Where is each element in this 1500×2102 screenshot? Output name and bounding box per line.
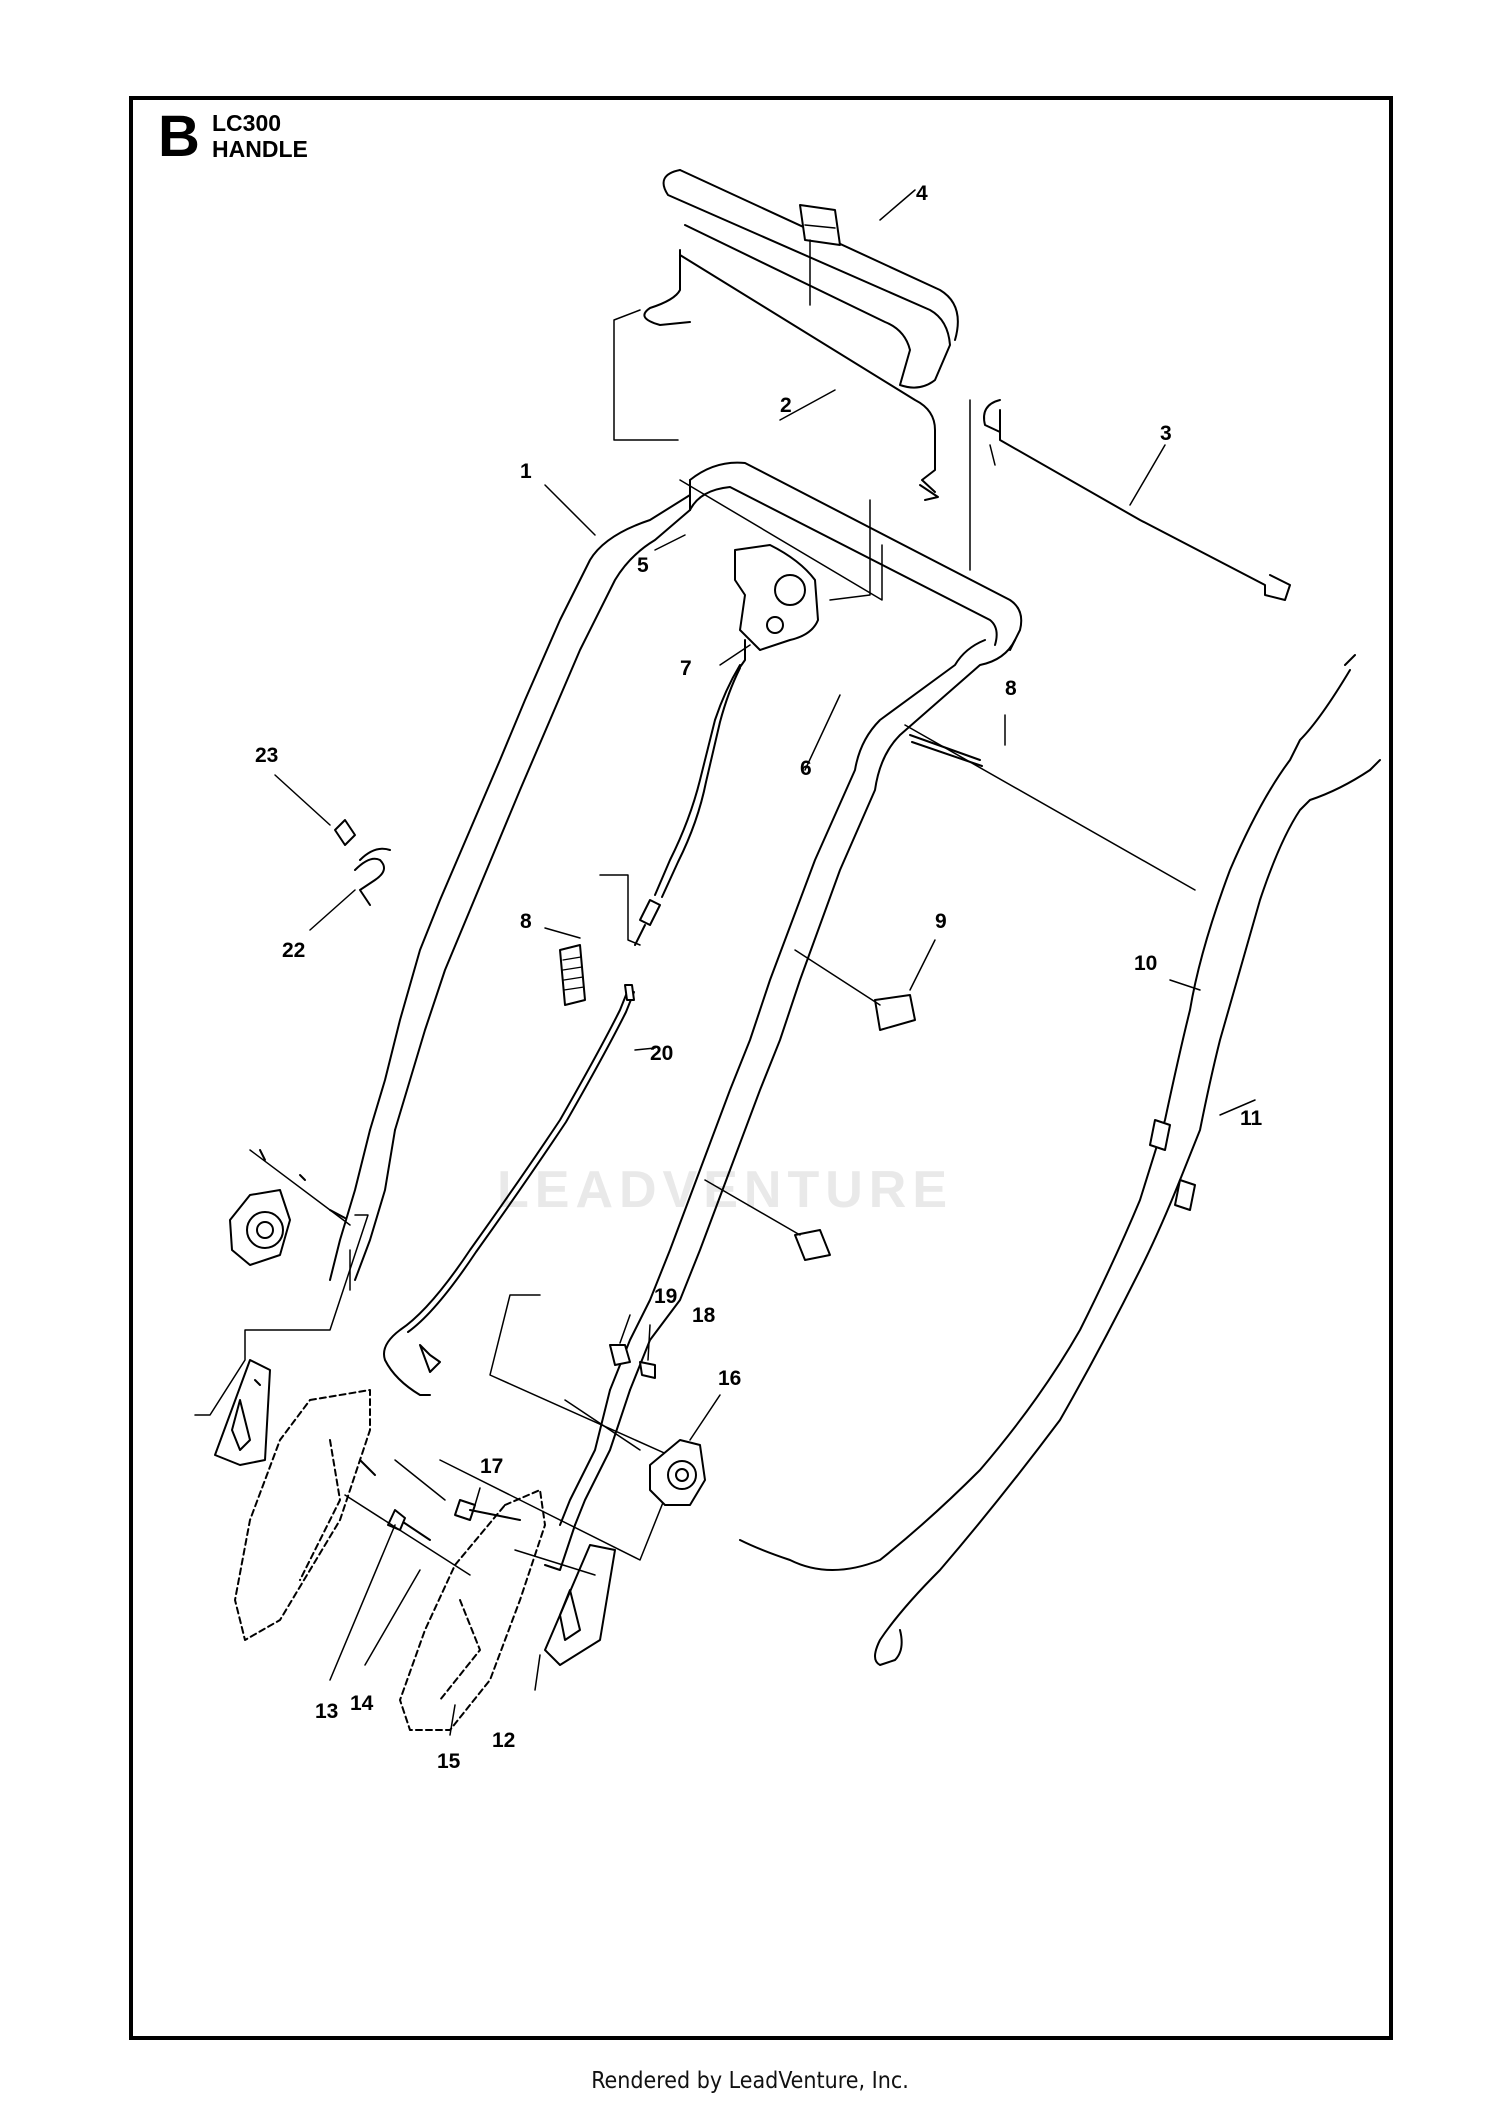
callout-20: 20 (650, 1042, 673, 1065)
part-pin-8b (904, 724, 1196, 891)
callout-16: 16 (718, 1367, 741, 1390)
callout-1: 1 (520, 460, 532, 483)
part-control-rod (983, 399, 1291, 601)
bracket-guide-left (194, 1214, 369, 1416)
callout-6: 6 (800, 757, 812, 780)
part-cable-clip-8a (559, 874, 641, 1006)
assembly-guide-lines (613, 239, 996, 601)
callout-15: 15 (437, 1750, 461, 1773)
part-main-handle (329, 461, 1023, 1526)
callout-12: 12 (492, 1729, 515, 1752)
callout-labels: 1 2 3 4 5 6 7 8 8 9 10 11 12 13 14 15 16… (255, 182, 1263, 1773)
section-letter: B (158, 104, 200, 169)
part-cable-clips-9 (704, 949, 916, 1261)
callout-18: 18 (692, 1304, 716, 1327)
part-right-knob (649, 1439, 706, 1506)
diagram-frame (129, 96, 1393, 2040)
part-left-pivot-dashed (234, 1389, 371, 1641)
callout-14: 14 (350, 1692, 374, 1715)
part-left-knob (229, 1149, 351, 1266)
part-cable-upper (634, 664, 741, 946)
callout-5: 5 (637, 554, 649, 577)
callout-8a: 8 (520, 910, 532, 933)
callout-22: 22 (282, 939, 305, 962)
leader-lines (274, 189, 1256, 1736)
diagram-title: HANDLE (212, 136, 308, 162)
callout-10: 10 (1134, 952, 1157, 975)
callout-19: 19 (654, 1285, 677, 1308)
callout-9: 9 (935, 910, 947, 933)
part-bolt-13 (344, 1459, 471, 1576)
part-bolt-17 (454, 1499, 596, 1576)
callout-13: 13 (315, 1700, 338, 1723)
part-lever-assembly (734, 544, 819, 671)
callout-17: 17 (480, 1455, 503, 1478)
callout-3: 3 (1160, 422, 1172, 445)
part-cable-20 (383, 984, 635, 1396)
model-label: LC300 (212, 110, 282, 136)
footer-credit: Rendered by LeadVenture, Inc. (591, 2068, 909, 2094)
part-bail-bar (643, 249, 939, 501)
part-right-pivot-dashed (399, 1489, 546, 1731)
part-cables-10-11 (739, 654, 1381, 1666)
callout-2: 2 (780, 394, 792, 417)
callout-8b: 8 (1005, 677, 1017, 700)
part-clip-22 (334, 819, 391, 906)
part-right-plate (544, 1544, 616, 1666)
bracket-guide-right (439, 1294, 681, 1561)
part-handle-grip (662, 169, 959, 389)
callout-4: 4 (916, 182, 928, 205)
part-arm-end-right (544, 1344, 656, 1571)
callout-11: 11 (1240, 1107, 1263, 1130)
callout-23: 23 (255, 744, 278, 767)
part-left-plate (214, 1359, 271, 1466)
callout-7: 7 (680, 657, 692, 680)
